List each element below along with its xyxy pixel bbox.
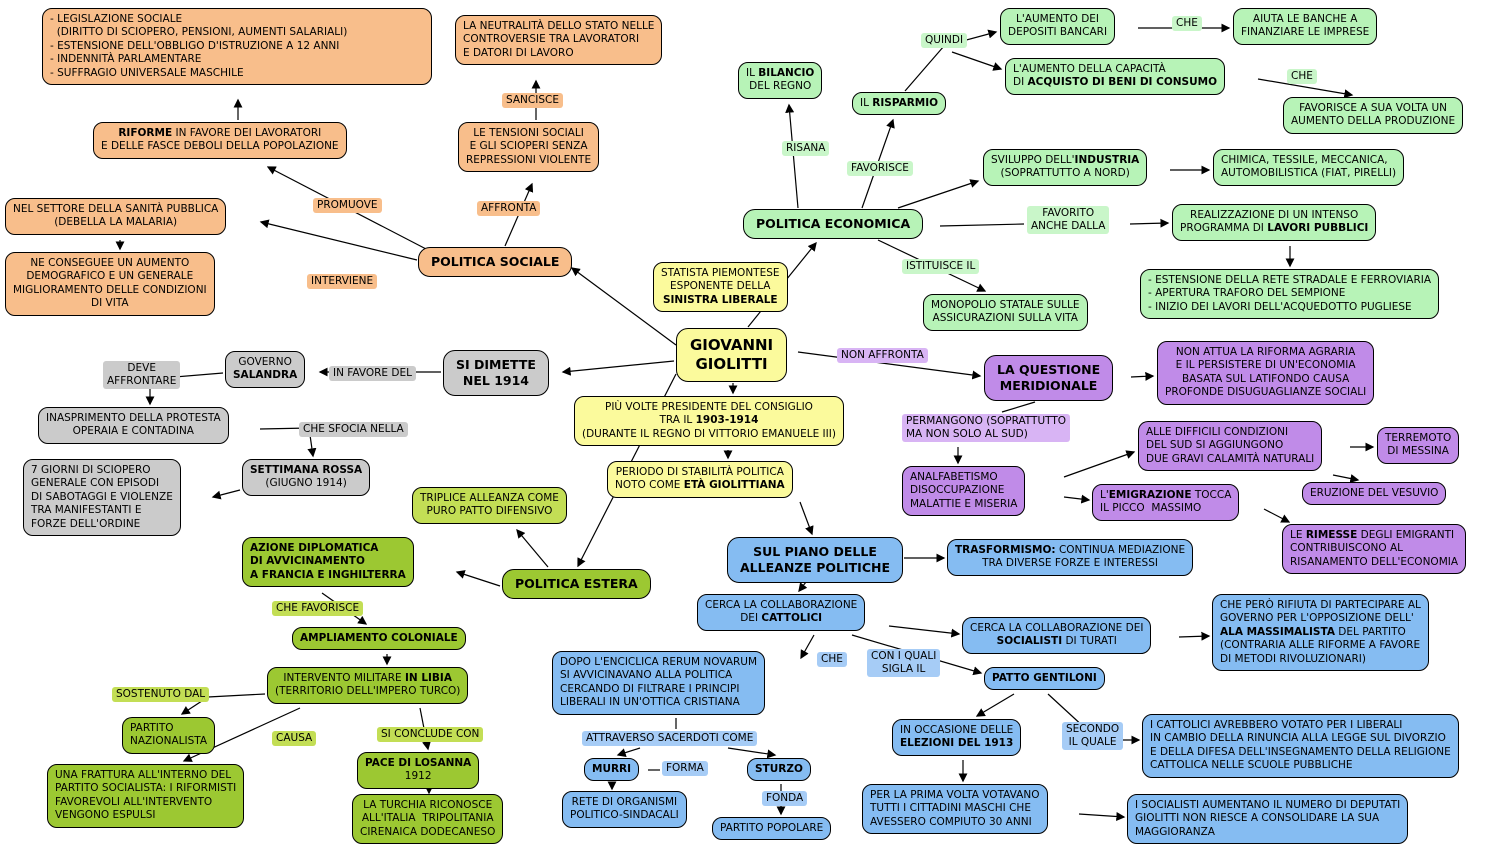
node-pace-di-losanna: PACE DI LOSANNA 1912 bbox=[357, 752, 480, 789]
label-causa: CAUSA bbox=[272, 731, 317, 746]
label-si-conclude-con: SI CONCLUDE CON bbox=[377, 727, 484, 742]
node-opere-infrastrutturali: - ESTENSIONE DELLA RETE STRADALE E FERRO… bbox=[1140, 269, 1440, 320]
node-rimesse-emigranti: LE RIMESSE DEGLI EMIGRANTI CONTRIBUISCON… bbox=[1282, 524, 1467, 575]
node-politica-economica: POLITICA ECONOMICA bbox=[743, 209, 924, 239]
label-deve-affrontare: DEVE AFFRONTARE bbox=[103, 361, 181, 389]
label-secondo-il-quale: SECONDO IL QUALE bbox=[1062, 722, 1124, 750]
node-patto-gentiloni: PATTO GENTILONI bbox=[984, 667, 1105, 691]
node-rifiuto-ala-massimalista: CHE PERÒ RIFIUTA DI PARTECIPARE AL GOVER… bbox=[1212, 594, 1429, 672]
label-che-1: CHE bbox=[1172, 16, 1202, 31]
label-interviene: INTERVIENE bbox=[307, 274, 378, 289]
label-favorito-anche-dalla: FAVORITO ANCHE DALLA bbox=[1027, 206, 1110, 234]
label-affronta: AFFRONTA bbox=[477, 201, 541, 216]
node-neutralita-stato: LA NEUTRALITÀ DELLO STATO NELLE CONTROVE… bbox=[455, 15, 663, 66]
node-statista-piemontese: STATISTA PIEMONTESE ESPONENTE DELLA SINI… bbox=[653, 262, 788, 313]
node-intervento-libia: INTERVENTO MILITARE IN LIBIA (TERRITORIO… bbox=[267, 667, 469, 704]
node-trasformismo: TRASFORMISMO: CONTINUA MEDIAZIONE TRA DI… bbox=[947, 539, 1194, 576]
node-sette-giorni-sciopero: 7 GIORNI DI SCIOPERO GENERALE CON EPISOD… bbox=[23, 459, 181, 537]
label-attraverso-sacerdoti: ATTRAVERSO SACERDOTI COME bbox=[582, 731, 758, 746]
node-partito-nazionalista: PARTITO NAZIONALISTA bbox=[122, 717, 216, 754]
node-aumento-depositi: L'AUMENTO DEI DEPOSITI BANCARI bbox=[1000, 8, 1116, 45]
node-bilancio-regno: IL BILANCIO DEL REGNO bbox=[738, 62, 823, 99]
node-politica-estera: POLITICA ESTERA bbox=[502, 569, 651, 599]
node-legislazione-sociale: - LEGISLAZIONE SOCIALE (DIRITTO DI SCIOP… bbox=[42, 8, 432, 86]
node-questione-meridionale: LA QUESTIONE MERIDIONALE bbox=[984, 355, 1114, 401]
node-settori-industria: CHIMICA, TESSILE, MECCANICA, AUTOMOBILIS… bbox=[1213, 149, 1405, 186]
node-azione-diplomatica: AZIONE DIPLOMATICA DI AVVICINAMENTO A FR… bbox=[242, 537, 414, 588]
node-giovanni-giolitti: GIOVANNI GIOLITTI bbox=[676, 328, 788, 383]
node-turchia-riconosce: LA TURCHIA RICONOSCE ALL'ITALIA TRIPOLIT… bbox=[352, 794, 504, 845]
label-fonda: FONDA bbox=[762, 791, 808, 806]
node-enciclica-rerum-novarum: DOPO L'ENCICLICA RERUM NOVARUM SI AVVICI… bbox=[552, 651, 766, 715]
label-che-2: CHE bbox=[1287, 69, 1317, 84]
label-quindi: QUINDI bbox=[921, 33, 968, 48]
node-tensioni-sociali: LE TENSIONI SOCIALI E GLI SCIOPERI SENZA… bbox=[458, 122, 600, 173]
label-forma: FORMA bbox=[662, 761, 708, 776]
label-che-3: CHE bbox=[817, 652, 847, 667]
node-risparmio: IL RISPARMIO bbox=[852, 92, 947, 116]
node-monopolio-assicurazioni: MONOPOLIO STATALE SULLE ASSICURAZIONI SU… bbox=[923, 294, 1088, 331]
label-sostenuto-dal: SOSTENUTO DAL bbox=[112, 687, 210, 702]
node-aumento-demografico: NE CONSEGUEE UN AUMENTO DEMOGRAFICO E UN… bbox=[5, 252, 215, 316]
node-elezioni-1913: IN OCCASIONE DELLE ELEZIONI DEL 1913 bbox=[892, 719, 1022, 756]
node-riforme: RIFORME IN FAVORE DEI LAVORATORI E DELLE… bbox=[93, 122, 347, 159]
label-favorisce: FAVORISCE bbox=[847, 161, 913, 176]
node-inasprimento-protesta: INASPRIMENTO DELLA PROTESTA OPERAIA E CO… bbox=[38, 407, 229, 444]
node-suffragio-30-anni: PER LA PRIMA VOLTA VOTAVANO TUTTI I CITT… bbox=[862, 784, 1048, 835]
label-con-i-quali-sigla-il: CON I QUALI SIGLA IL bbox=[867, 649, 941, 677]
node-rete-organismi: RETE DI ORGANISMI POLITICO-SINDACALI bbox=[562, 791, 687, 828]
node-sviluppo-industria: SVILUPPO DELL'INDUSTRIA (SOPRATTUTTO A N… bbox=[983, 149, 1148, 186]
node-sturzo: STURZO bbox=[747, 758, 811, 782]
node-partito-popolare: PARTITO POPOLARE bbox=[712, 817, 832, 841]
node-presidente-consiglio: PIÙ VOLTE PRESIDENTE DEL CONSIGLIO TRA I… bbox=[574, 396, 844, 447]
node-collaborazione-socialisti: CERCA LA COLLABORAZIONE DEI SOCIALISTI D… bbox=[962, 617, 1152, 654]
node-aiuta-banche: AIUTA LE BANCHE A FINANZIARE LE IMPRESE bbox=[1233, 8, 1378, 45]
node-calamita-naturali: ALLE DIFFICILI CONDIZIONI DEL SUD SI AGG… bbox=[1138, 421, 1323, 472]
node-terremoto-messina: TERREMOTO DI MESSINA bbox=[1377, 427, 1460, 464]
node-emigrazione: L'EMIGRAZIONE TOCCA IL PICCO MASSIMO bbox=[1092, 484, 1240, 521]
label-che-sfocia-nella: CHE SFOCIA NELLA bbox=[299, 422, 408, 437]
node-aumento-produzione: FAVORISCE A SUA VOLTA UN AUMENTO DELLA P… bbox=[1283, 97, 1464, 134]
node-lavori-pubblici: REALIZZAZIONE DI UN INTENSO PROGRAMMA DI… bbox=[1172, 204, 1377, 241]
node-capacita-acquisto: L'AUMENTO DELLA CAPACITÀ DI ACQUISTO DI … bbox=[1005, 58, 1225, 95]
node-si-dimette-1914: SI DIMETTE NEL 1914 bbox=[443, 350, 549, 396]
node-sanita-pubblica: NEL SETTORE DELLA SANITÀ PUBBLICA (DEBEL… bbox=[5, 198, 227, 235]
label-risana: RISANA bbox=[782, 141, 830, 156]
node-triplice-alleanza: TRIPLICE ALLEANZA COME PURO PATTO DIFENS… bbox=[412, 487, 567, 524]
node-eruzione-vesuvio: ERUZIONE DEL VESUVIO bbox=[1302, 482, 1447, 506]
node-frattura-socialista: UNA FRATTURA ALL'INTERNO DEL PARTITO SOC… bbox=[47, 764, 245, 828]
node-riforma-agraria-mancata: NON ATTUA LA RIFORMA AGRARIA E IL PERSIS… bbox=[1157, 341, 1375, 405]
label-promuove: PROMUOVE bbox=[313, 198, 382, 213]
node-governo-salandra: GOVERNO SALANDRA bbox=[225, 351, 306, 388]
label-sancisce: SANCISCE bbox=[502, 93, 563, 108]
node-analfabetismo-miseria: ANALFABETISMO DISOCCUPAZIONE MALATTIE E … bbox=[902, 466, 1026, 517]
label-che-favorisce: CHE FAVORISCE bbox=[272, 601, 364, 616]
node-settimana-rossa: SETTIMANA ROSSA (GIUGNO 1914) bbox=[242, 459, 371, 496]
node-murri: MURRI bbox=[584, 758, 640, 782]
label-non-affronta: NON AFFRONTA bbox=[837, 348, 928, 363]
node-voto-cattolici-liberali: I CATTOLICI AVREBBERO VOTATO PER I LIBER… bbox=[1142, 714, 1459, 778]
node-eta-giolittiana: PERIODO DI STABILITÀ POLITICA NOTO COME … bbox=[607, 461, 793, 498]
label-istituisce-il: ISTITUISCE IL bbox=[902, 259, 980, 274]
node-politica-sociale: POLITICA SOCIALE bbox=[418, 247, 573, 277]
label-permangono: PERMANGONO (SOPRATTUTTO MA NON SOLO AL S… bbox=[902, 414, 1071, 442]
node-socialisti-aumentano: I SOCIALISTI AUMENTANO IL NUMERO DI DEPU… bbox=[1127, 794, 1409, 845]
node-ampliamento-coloniale: AMPLIAMENTO COLONIALE bbox=[292, 627, 466, 651]
label-in-favore-del: IN FAVORE DEL bbox=[329, 366, 416, 381]
node-alleanze-politiche: SUL PIANO DELLE ALLEANZE POLITICHE bbox=[727, 537, 903, 583]
node-collaborazione-cattolici: CERCA LA COLLABORAZIONE DEI CATTOLICI bbox=[697, 594, 866, 631]
